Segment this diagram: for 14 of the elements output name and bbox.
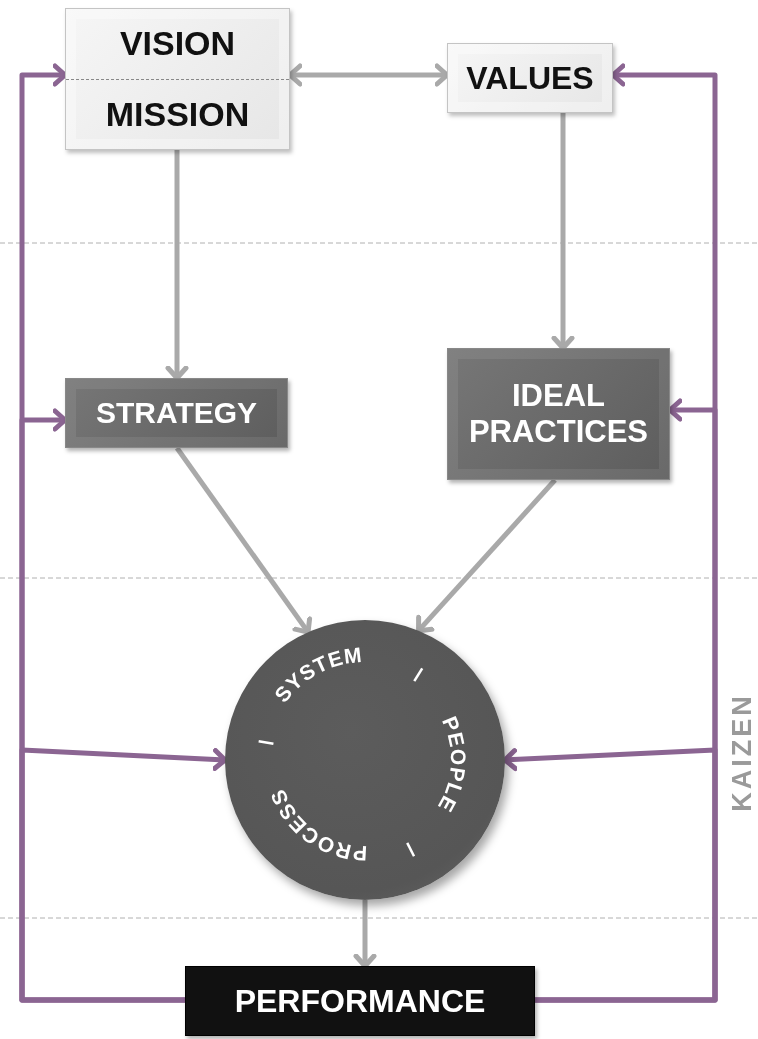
box-label: IDEAL PRACTICES (467, 377, 650, 451)
process-box (447, 348, 670, 480)
box-label: PERFORMANCE (234, 981, 486, 1021)
arrow (174, 446, 313, 635)
side-label: KAIZEN (726, 692, 758, 812)
box-label: STRATEGY (95, 394, 258, 431)
process-box (185, 966, 535, 1036)
process-box (65, 378, 288, 448)
process-box (447, 43, 613, 113)
process-box (65, 8, 290, 150)
box-label: MISSION (105, 93, 250, 135)
box-label: VALUES (466, 58, 594, 98)
arrow (416, 478, 557, 634)
box-label: VISION (119, 23, 236, 65)
